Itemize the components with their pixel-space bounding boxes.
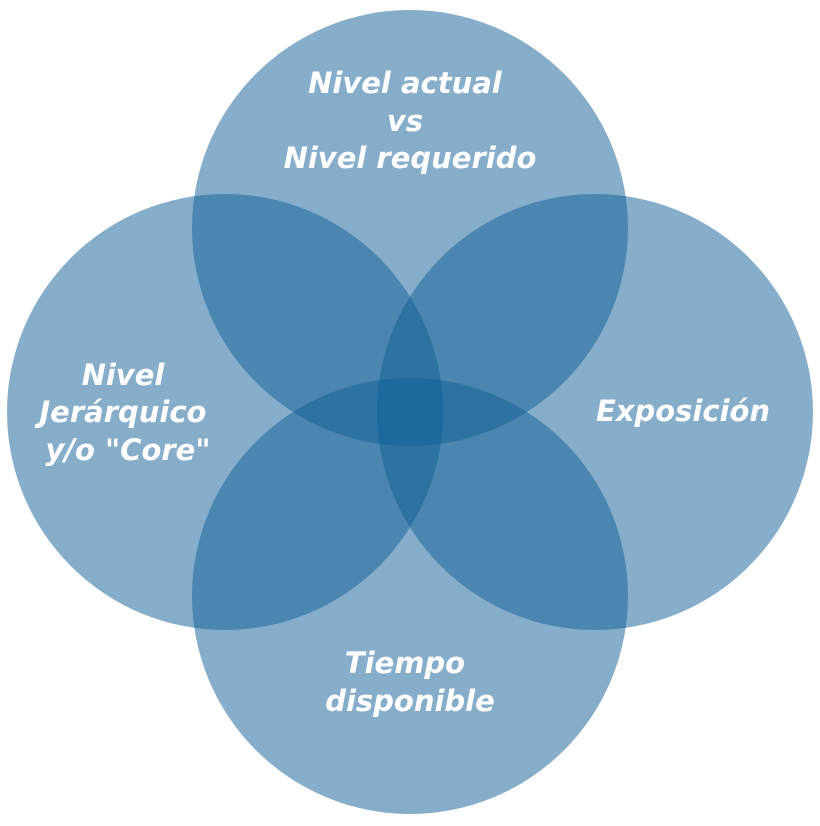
- circle-top-label-line: Nivel requerido: [284, 141, 537, 175]
- circle-left-label-line: Jerárquico: [34, 395, 206, 429]
- circle-top-label-line: Nivel actual: [308, 66, 503, 100]
- circle-left-label-line: y/o "Core": [46, 433, 211, 467]
- circle-left-label: Nivel Jerárquico y/o "Core": [34, 358, 216, 467]
- circle-bottom-label-line: disponible: [325, 684, 495, 718]
- circle-bottom-shape: [192, 378, 628, 814]
- circle-bottom-label: Tiempo disponible: [325, 646, 495, 718]
- circle-bottom-label-line: Tiempo: [345, 646, 465, 680]
- circle-bottom: [192, 378, 628, 814]
- circle-top-label-line: vs: [387, 104, 423, 138]
- circle-right-label-line: Exposición: [596, 394, 770, 428]
- circle-top-label: Nivel actual vs Nivel requerido: [284, 66, 537, 175]
- circle-right-label: Exposición: [596, 394, 770, 428]
- circle-left-label-line: Nivel: [82, 358, 166, 392]
